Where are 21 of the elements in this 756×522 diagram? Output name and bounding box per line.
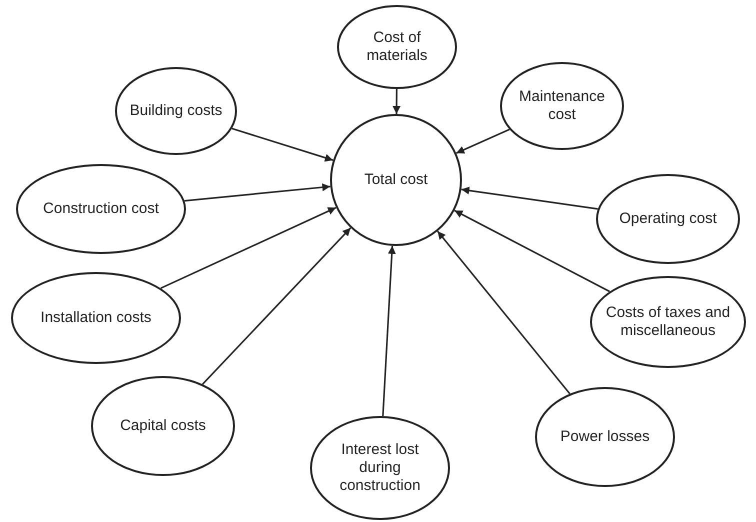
arrow: [202, 227, 352, 385]
arrow: [392, 89, 401, 114]
node-label: Interest lost during construction: [338, 441, 422, 495]
node-label: Building costs: [130, 102, 222, 120]
arrow: [160, 206, 336, 289]
node-label: Costs of taxes and miscellaneous: [604, 304, 732, 340]
node-label: Power losses: [560, 428, 650, 446]
node-label: Operating cost: [619, 210, 717, 228]
arrow: [382, 246, 396, 416]
arrow: [184, 183, 330, 202]
arrow: [454, 210, 610, 292]
node-label: Capital costs: [120, 417, 206, 435]
arrow: [436, 230, 570, 394]
node-label: Installation costs: [40, 309, 152, 327]
node-label: Maintenance cost: [518, 88, 606, 124]
node-label: Total cost: [364, 171, 428, 189]
node-label: Construction cost: [43, 200, 159, 218]
arrow: [461, 186, 598, 210]
arrow: [232, 128, 334, 162]
node-label: Cost of materials: [366, 29, 428, 65]
arrow: [456, 128, 510, 154]
